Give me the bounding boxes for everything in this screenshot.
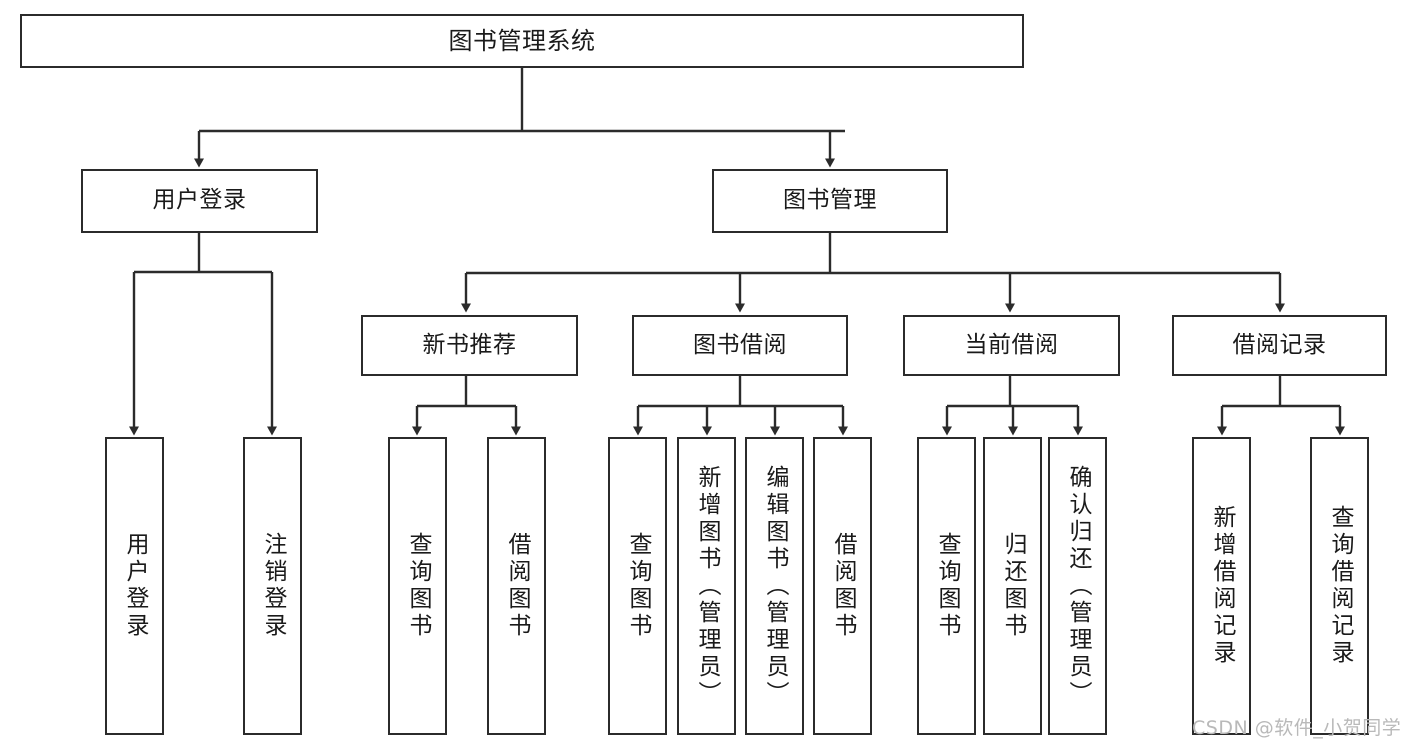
node-label: 图书管理	[783, 187, 877, 214]
node-label: 当前借阅	[964, 331, 1059, 358]
node-leaf-return-book[interactable]: 归还图书	[983, 437, 1042, 735]
node-borrow-record[interactable]: 借阅记录	[1172, 315, 1387, 376]
node-label: 图书管理系统	[448, 26, 596, 55]
node-label: 借阅图书	[504, 532, 530, 640]
node-label: 新增借阅记录	[1209, 505, 1235, 667]
node-leaf-add-record[interactable]: 新增借阅记录	[1192, 437, 1251, 735]
node-leaf-query-book-2[interactable]: 查询图书	[608, 437, 667, 735]
node-leaf-add-book[interactable]: 新增图书（管理员）	[677, 437, 736, 735]
node-label: 新增图书（管理员）	[694, 464, 720, 708]
node-root-system[interactable]: 图书管理系统	[20, 14, 1024, 68]
node-leaf-query-book-1[interactable]: 查询图书	[388, 437, 447, 735]
node-label: 查询图书	[405, 532, 431, 640]
node-label: 注销登录	[260, 532, 286, 640]
node-label: 查询图书	[934, 532, 960, 640]
node-label: 用户登录	[122, 532, 148, 640]
node-label: 借阅图书	[830, 532, 856, 640]
node-label: 借阅记录	[1232, 331, 1327, 358]
node-label: 新书推荐	[422, 331, 517, 358]
csdn-watermark: CSDN @软件_小贺同学	[1192, 717, 1402, 739]
node-label: 查询图书	[625, 532, 651, 640]
node-new-book-recommend[interactable]: 新书推荐	[361, 315, 578, 376]
node-leaf-edit-book[interactable]: 编辑图书（管理员）	[745, 437, 804, 735]
node-label: 图书借阅	[693, 331, 787, 358]
node-leaf-borrow-book-1[interactable]: 借阅图书	[487, 437, 546, 735]
node-user-login[interactable]: 用户登录	[81, 169, 318, 233]
node-leaf-query-record[interactable]: 查询借阅记录	[1310, 437, 1369, 735]
node-label: 确认归还（管理员）	[1065, 464, 1091, 708]
node-leaf-logout-login[interactable]: 注销登录	[243, 437, 302, 735]
node-label: 编辑图书（管理员）	[762, 464, 788, 708]
node-leaf-borrow-book-2[interactable]: 借阅图书	[813, 437, 872, 735]
node-label: 归还图书	[1000, 532, 1026, 640]
node-current-borrow[interactable]: 当前借阅	[903, 315, 1120, 376]
node-label: 查询借阅记录	[1327, 505, 1353, 667]
node-leaf-user-login[interactable]: 用户登录	[105, 437, 164, 735]
node-leaf-query-book-3[interactable]: 查询图书	[917, 437, 976, 735]
node-book-management[interactable]: 图书管理	[712, 169, 948, 233]
node-label: 用户登录	[152, 187, 247, 214]
node-leaf-confirm-return[interactable]: 确认归还（管理员）	[1048, 437, 1107, 735]
node-book-borrow[interactable]: 图书借阅	[632, 315, 848, 376]
